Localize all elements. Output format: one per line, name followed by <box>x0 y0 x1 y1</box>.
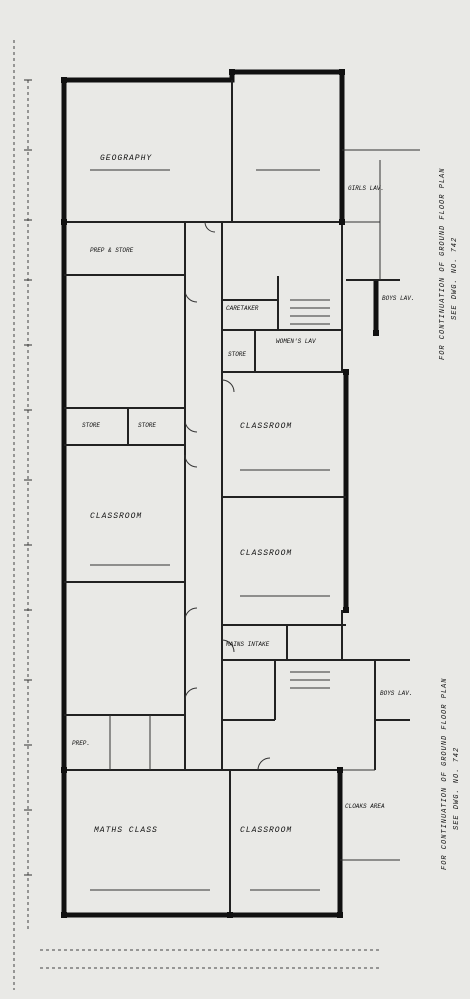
room-mains-intake: MAINS INTAKE <box>226 641 270 648</box>
room-cloaks-area: CLOAKS AREA <box>345 803 385 810</box>
continuation-note-bottom: FOR CONTINUATION OF GROUND FLOOR PLAN SE… <box>441 678 461 870</box>
room-maths-class: MATHS CLASS <box>94 826 158 835</box>
note-top-line-2: SEE DWG. NO. 742 <box>451 237 459 320</box>
dimension-annotations <box>90 169 330 891</box>
room-prep: PREP. <box>72 740 90 747</box>
room-classroom-bottom: CLASSROOM <box>240 826 292 835</box>
room-classroom-left: CLASSROOM <box>90 512 142 521</box>
room-labels: GEOGRAPHY PREP & STORE STORE STORE CLASS… <box>72 154 414 835</box>
left-dimension-ticks <box>24 79 32 876</box>
room-girls-lav: GIRLS LAV. <box>348 185 384 192</box>
room-caretaker: CARETAKER <box>226 305 259 312</box>
room-womens-lav: WOMEN'S LAV <box>276 338 317 345</box>
right-extension <box>340 149 420 861</box>
outer-walls <box>61 69 349 918</box>
note-bottom-line-1: FOR CONTINUATION OF GROUND FLOOR PLAN <box>441 678 449 870</box>
note-top-line-1: FOR CONTINUATION OF GROUND FLOOR PLAN <box>439 168 447 360</box>
room-prep-store: PREP & STORE <box>90 247 134 254</box>
structural-columns <box>61 69 379 918</box>
door-swings <box>184 221 271 771</box>
drawing-guides <box>13 40 380 990</box>
internal-walls <box>64 80 375 915</box>
room-store-mid: STORE <box>138 422 156 429</box>
room-store-right: STORE <box>228 351 246 358</box>
room-boys-lav-top: BOYS LAV. <box>382 295 414 302</box>
room-classroom-right-2: CLASSROOM <box>240 549 292 558</box>
note-bottom-line-2: SEE DWG. NO. 742 <box>453 747 461 830</box>
room-geography: GEOGRAPHY <box>100 154 152 163</box>
room-classroom-right-1: CLASSROOM <box>240 422 292 431</box>
room-store-left: STORE <box>82 422 100 429</box>
room-boys-lav-bottom: BOYS LAV. <box>380 690 412 697</box>
continuation-note-top: FOR CONTINUATION OF GROUND FLOOR PLAN SE… <box>439 168 459 360</box>
